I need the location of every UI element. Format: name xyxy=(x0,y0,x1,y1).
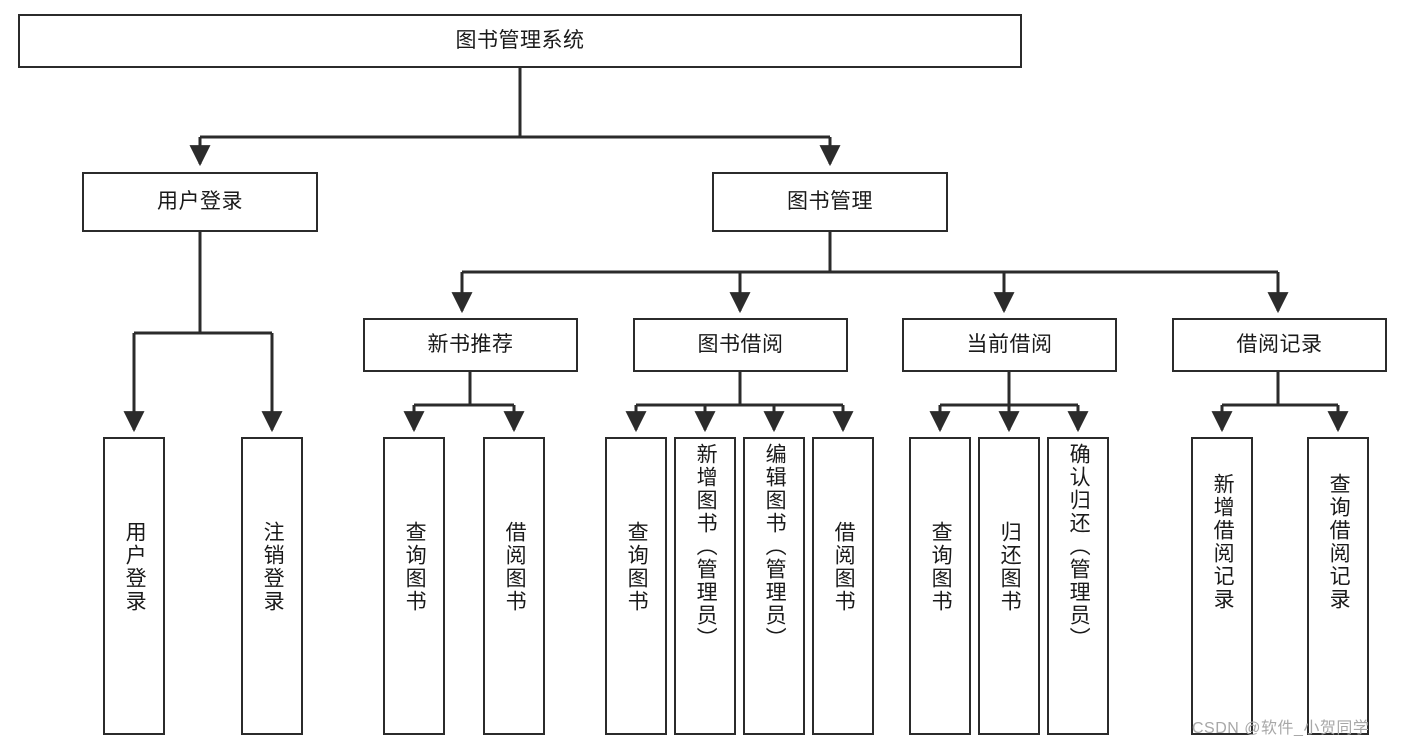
leaf-borrow-book-new[interactable]: 借阅图书 xyxy=(483,437,545,735)
leaf-query-book-new-label: 查询图书 xyxy=(403,521,427,613)
node-new-book-recommend-label: 新书推荐 xyxy=(427,332,514,356)
node-new-book-recommend[interactable]: 新书推荐 xyxy=(363,318,578,372)
leaf-edit-book-admin[interactable]: 编辑图书（管理员） xyxy=(743,437,805,735)
leaf-query-book-new[interactable]: 查询图书 xyxy=(383,437,445,735)
leaf-borrow-book[interactable]: 借阅图书 xyxy=(812,437,874,735)
node-book-borrow-label: 图书借阅 xyxy=(697,332,784,356)
csdn-watermark: CSDN @软件_小贺同学 xyxy=(1192,720,1370,737)
leaf-return-book-label: 归还图书 xyxy=(998,521,1022,613)
leaf-user-login-label: 用户登录 xyxy=(123,521,147,613)
leaf-user-login[interactable]: 用户登录 xyxy=(103,437,165,735)
node-book-borrow[interactable]: 图书借阅 xyxy=(633,318,848,372)
leaf-borrow-book-label: 借阅图书 xyxy=(832,521,856,613)
leaf-query-book-borrow-label: 查询图书 xyxy=(625,521,649,613)
node-borrow-record[interactable]: 借阅记录 xyxy=(1172,318,1387,372)
leaf-add-book-admin-label: 新增图书（管理员） xyxy=(694,443,718,650)
node-user-login[interactable]: 用户登录 xyxy=(82,172,318,232)
leaf-query-borrow-record[interactable]: 查询借阅记录 xyxy=(1307,437,1369,735)
leaf-add-borrow-record[interactable]: 新增借阅记录 xyxy=(1191,437,1253,735)
leaf-query-book-current-label: 查询图书 xyxy=(929,521,953,613)
node-current-borrow-label: 当前借阅 xyxy=(966,332,1053,356)
leaf-logout[interactable]: 注销登录 xyxy=(241,437,303,735)
node-book-manage-label: 图书管理 xyxy=(787,189,873,213)
node-root[interactable]: 图书管理系统 xyxy=(18,14,1022,68)
leaf-query-book-borrow[interactable]: 查询图书 xyxy=(605,437,667,735)
leaf-return-book[interactable]: 归还图书 xyxy=(978,437,1040,735)
node-user-login-label: 用户登录 xyxy=(157,189,243,213)
node-borrow-record-label: 借阅记录 xyxy=(1236,332,1323,356)
node-root-label: 图书管理系统 xyxy=(455,28,585,52)
leaf-query-borrow-record-label: 查询借阅记录 xyxy=(1327,473,1351,611)
node-current-borrow[interactable]: 当前借阅 xyxy=(902,318,1117,372)
leaf-confirm-return-admin-label: 确认归还（管理员） xyxy=(1067,443,1091,650)
leaf-logout-label: 注销登录 xyxy=(261,521,285,613)
leaf-query-book-current[interactable]: 查询图书 xyxy=(909,437,971,735)
leaf-edit-book-admin-label: 编辑图书（管理员） xyxy=(763,443,787,650)
node-book-manage[interactable]: 图书管理 xyxy=(712,172,948,232)
leaf-borrow-book-new-label: 借阅图书 xyxy=(503,521,527,613)
leaf-confirm-return-admin[interactable]: 确认归还（管理员） xyxy=(1047,437,1109,735)
leaf-add-borrow-record-label: 新增借阅记录 xyxy=(1211,473,1235,611)
leaf-add-book-admin[interactable]: 新增图书（管理员） xyxy=(674,437,736,735)
